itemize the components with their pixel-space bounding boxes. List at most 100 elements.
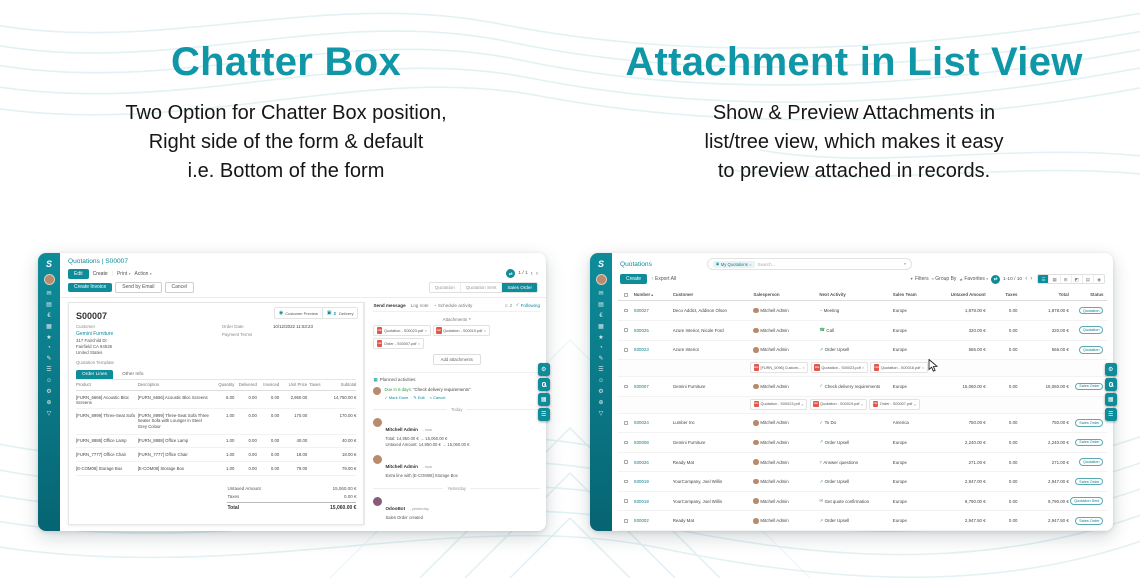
search-facet[interactable]: ▣My Quotations× (712, 260, 755, 268)
sidebar-app-icon[interactable]: ◔ (599, 345, 603, 352)
menu-button[interactable]: ☰ (537, 408, 550, 421)
sidebar-app-icon[interactable]: ☺ (45, 378, 53, 385)
tab-other-info[interactable]: Other Info (122, 371, 144, 377)
add-attachments-button[interactable]: Add attachments (432, 353, 481, 365)
pager-next-icon[interactable]: › (535, 269, 538, 277)
view-icon[interactable]: ▤ (1081, 275, 1093, 284)
grid-button[interactable]: ▦ (1104, 393, 1117, 406)
view-icon[interactable]: ◩ (1070, 275, 1082, 284)
close-icon[interactable]: × (921, 365, 925, 371)
tab-order-lines[interactable]: Order Lines (76, 369, 114, 379)
sidebar-app-icon[interactable]: ✉ (598, 291, 604, 297)
order-line-row[interactable]: [FURN_8999] Three-Seat Sofa[FURN_8999] T… (76, 409, 357, 435)
column-salesperson[interactable]: Salesperson (753, 292, 780, 298)
attachment-chip[interactable]: PDF[FURN_0096] Custom...× (750, 362, 809, 374)
create-invoice-button[interactable]: Create Invoice (68, 282, 113, 293)
send-message-tab[interactable]: Send message (373, 302, 406, 308)
close-icon[interactable]: × (913, 401, 917, 407)
row-checkbox[interactable] (624, 440, 628, 445)
close-icon[interactable]: × (483, 328, 487, 334)
sidebar-app-icon[interactable]: ⚙ (46, 389, 52, 396)
column-status[interactable]: Status (1090, 292, 1104, 298)
group-by-button[interactable]: ≡Group By (931, 276, 957, 283)
app-logo[interactable]: S (45, 258, 52, 269)
sidebar-app-icon[interactable]: ▤ (46, 301, 52, 308)
sidebar-app-icon[interactable]: ☺ (597, 378, 605, 385)
sidebar-app-icon[interactable]: ⊕ (46, 399, 52, 406)
status-step-quotation[interactable]: Quotation (429, 282, 460, 292)
number-cell[interactable]: S00024 (633, 420, 649, 426)
close-icon[interactable]: × (749, 261, 752, 267)
column-next-activity[interactable]: Next Activity (819, 292, 846, 298)
close-icon[interactable]: × (862, 365, 865, 371)
gear-button[interactable]: ⚙ (1104, 363, 1117, 376)
next-activity-cell[interactable]: ?Answer questions (819, 459, 859, 465)
sidebar-app-icon[interactable]: ★ (598, 334, 604, 341)
number-cell[interactable]: S00018 (633, 498, 649, 504)
status-step-sales-order[interactable]: Sales Order (501, 282, 537, 292)
number-cell[interactable]: S00019 (633, 479, 649, 485)
filters-button[interactable]: ▼Filters (909, 276, 929, 283)
number-cell[interactable]: S00026 (633, 459, 649, 465)
edit-activity-button[interactable]: ✎Edit (413, 394, 425, 400)
next-activity-cell[interactable]: ✓Check delivery requirements (819, 383, 881, 389)
sidebar-app-icon[interactable]: ▽ (598, 410, 604, 417)
order-date-value[interactable]: 10/12/2022 11:53:23 (272, 324, 313, 330)
send-by-email-button[interactable]: Send by Email (115, 281, 162, 294)
view-icon[interactable]: ◉ (1093, 275, 1104, 284)
sidebar-app-icon[interactable]: € (599, 312, 603, 319)
message-author[interactable]: OdooBot (385, 506, 406, 512)
next-activity-cell[interactable]: ↗Order Upsell (819, 478, 850, 485)
sidebar-app-icon[interactable]: ◔ (47, 345, 51, 352)
attachments-section-header[interactable]: Attachments▾ (442, 317, 471, 323)
next-activity-cell[interactable]: ◔Meeting (819, 308, 840, 314)
sidebar-app-icon[interactable]: ✉ (46, 291, 52, 297)
pager-next-icon[interactable]: › (1030, 274, 1033, 282)
next-activity-cell[interactable]: ↗Order Upsell (819, 439, 850, 445)
log-note-tab[interactable]: Log note (410, 302, 429, 308)
cancel-button[interactable]: Cancel (164, 281, 195, 294)
chatter-position-toggle-button[interactable]: ⇄ (506, 269, 516, 279)
menu-button[interactable]: ☰ (1104, 408, 1117, 421)
user-avatar[interactable] (43, 274, 55, 285)
close-icon[interactable]: × (417, 341, 421, 346)
select-all-checkbox[interactable] (624, 293, 628, 297)
order-line-row[interactable]: [FURN_7777] Office Chair[FURN_7777] Offi… (76, 448, 357, 463)
number-cell[interactable]: S00007 (633, 383, 649, 389)
row-checkbox[interactable] (624, 308, 628, 313)
gear-button[interactable]: ⚙ (537, 363, 550, 376)
followers-button[interactable]: ☺2 (503, 302, 513, 308)
next-activity-cell[interactable]: ↗Order Upsell (819, 346, 850, 353)
sidebar-app-icon[interactable]: € (47, 312, 51, 319)
create-button[interactable]: Create (620, 274, 648, 284)
column-number[interactable]: Number▴ (633, 292, 653, 298)
sidebar-app-icon[interactable]: ▦ (598, 323, 604, 330)
status-step-quotation-sent[interactable]: Quotation Sent (459, 282, 502, 292)
sidebar-app-icon[interactable]: ▽ (46, 410, 52, 417)
column-untaxed[interactable]: Untaxed Amount (950, 292, 986, 298)
message-author[interactable]: Mitchell Admin (385, 463, 418, 469)
next-activity-cell[interactable]: ↗Order Upsell (819, 517, 850, 524)
row-checkbox[interactable] (624, 460, 628, 464)
create-button[interactable]: Create (92, 270, 108, 277)
column-customer[interactable]: Customer (672, 292, 694, 298)
close-icon[interactable]: × (860, 401, 864, 407)
grid-button[interactable]: ▦ (537, 393, 550, 406)
mark-done-button[interactable]: ✓Mark Done (384, 394, 409, 400)
schedule-activity-tab[interactable]: ◔Schedule activity (433, 302, 473, 308)
search-bar[interactable]: ▣My Quotations× Search... ▾ (706, 258, 912, 270)
next-activity-cell[interactable]: ✓To Do (819, 419, 837, 426)
sidebar-app-icon[interactable]: ☰ (46, 367, 52, 374)
breadcrumb[interactable]: Quotations | S00007 (68, 258, 129, 265)
row-checkbox[interactable] (624, 384, 628, 389)
chevron-down-icon[interactable]: ▾ (904, 262, 906, 266)
